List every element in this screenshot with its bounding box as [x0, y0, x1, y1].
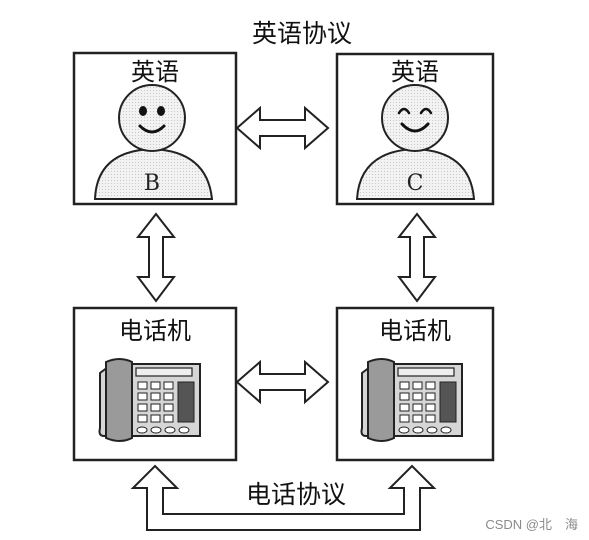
person-b-letter: B — [144, 171, 160, 196]
person-b-icon — [93, 84, 214, 200]
box-top-left: 英语 B — [72, 51, 238, 206]
bottom-u-arrow — [130, 464, 437, 531]
bottom-horizontal-arrow — [235, 359, 330, 405]
person-c-letter: C — [407, 171, 424, 196]
box-bottom-left-title: 电话机 — [119, 317, 191, 345]
box-top-left-title: 英语 — [131, 58, 179, 86]
box-top-right-title: 英语 — [391, 58, 439, 86]
box-bottom-left: 电话机 — [72, 306, 238, 462]
box-bottom-right-title: 电话机 — [379, 317, 451, 345]
right-vertical-arrow — [396, 212, 438, 303]
person-c-icon — [355, 84, 476, 200]
telephone-left-icon — [98, 358, 201, 442]
bottom-protocol-label: 电话协议 — [246, 480, 346, 509]
top-protocol-label: 英语协议 — [252, 19, 352, 48]
top-horizontal-arrow — [235, 105, 330, 151]
telephone-right-icon — [360, 358, 463, 442]
left-vertical-arrow — [135, 212, 177, 303]
box-bottom-right: 电话机 — [335, 306, 495, 462]
box-top-right: 英语 C — [335, 52, 495, 206]
watermark: CSDN @北 海 — [485, 517, 578, 532]
